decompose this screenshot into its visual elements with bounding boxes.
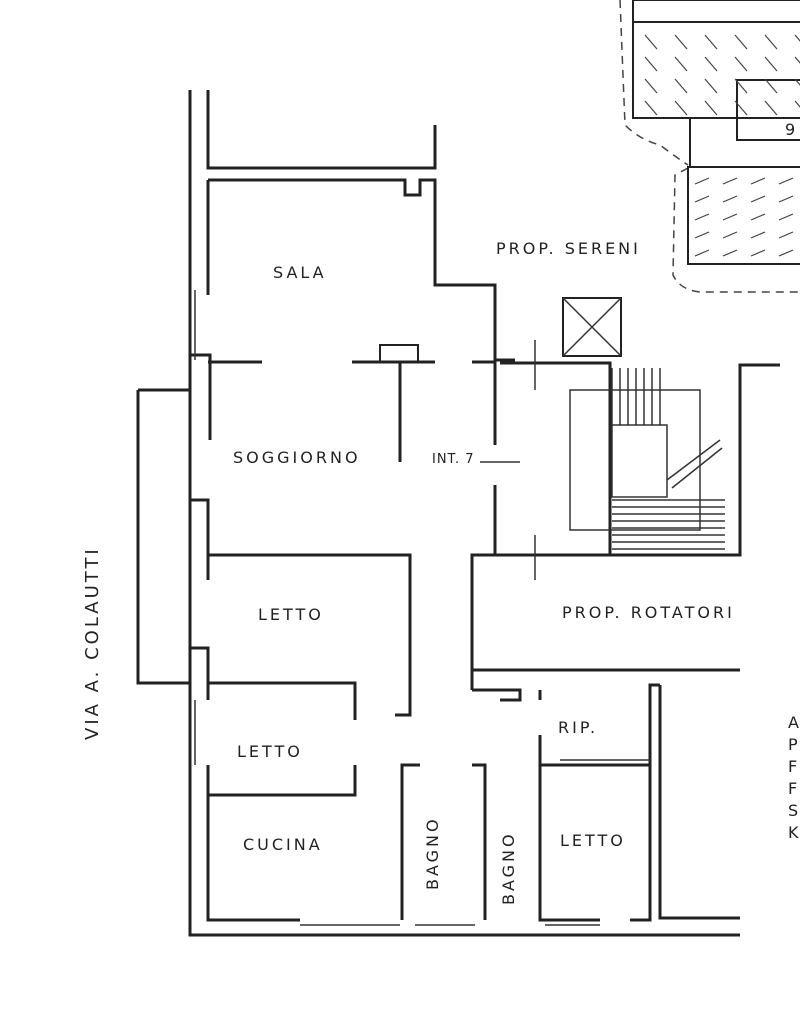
hatch-mark (794, 100, 800, 108)
hatch-mark (764, 34, 778, 50)
hatch-mark (674, 34, 688, 50)
hatch-mark (674, 100, 688, 116)
hatch-mark (644, 56, 658, 72)
hatch-mark (734, 34, 748, 50)
edge-letter: K (788, 823, 800, 842)
room-label-soggiorno: SOGGIORNO (233, 448, 361, 467)
hatch-mark (778, 231, 794, 239)
hatch-mark (694, 213, 710, 221)
hatch-mark (764, 78, 778, 94)
room-label-cucina: CUCINA (243, 835, 323, 854)
neighbor-label-right: PROP. ROTATORI (562, 603, 735, 622)
hatch-mark (750, 195, 766, 203)
hatch-mark (750, 177, 766, 185)
walls (136, 90, 780, 937)
hatch-mark (644, 100, 658, 116)
room-label-bagno-2: BAGNO (499, 831, 518, 905)
hatch-mark (694, 177, 710, 185)
neighbor-label-top: PROP. SERENI (496, 239, 641, 258)
edge-letter: F (788, 757, 800, 776)
hatch-mark (794, 56, 800, 64)
room-label-letto-1: LETTO (258, 605, 324, 624)
hatch-mark (764, 100, 778, 116)
hatch-mark (750, 213, 766, 221)
hatch-mark (722, 177, 738, 185)
hatch-mark (734, 78, 748, 94)
room-label-rip: RIP. (558, 718, 598, 737)
neighbor-building (619, 0, 800, 293)
hatch-mark (674, 78, 688, 94)
hatch-mark (794, 78, 800, 86)
room-label-bagno-1: BAGNO (423, 816, 442, 890)
hatch-mark (750, 231, 766, 239)
hatch-mark (778, 249, 794, 257)
edge-letter: A (788, 713, 800, 732)
hatch-mark (722, 231, 738, 239)
unit-label: INT. 7 (432, 452, 475, 467)
street-label: VIA A. COLAUTTI (82, 546, 103, 740)
neighbor-number: 9 (785, 120, 798, 139)
hatch-mark (722, 213, 738, 221)
hatch-mark (750, 249, 766, 257)
hatch-mark (734, 56, 748, 72)
hatch-mark (734, 100, 748, 116)
hatch-mark (694, 195, 710, 203)
hatch-mark (794, 34, 800, 42)
hatch-mark (704, 100, 718, 116)
hatch-mark (704, 34, 718, 50)
edge-letter: F (788, 779, 800, 798)
hatch-mark (644, 34, 658, 50)
hatch-mark (778, 213, 794, 221)
edge-letter: P (788, 735, 800, 754)
room-label-letto-3: LETTO (560, 831, 626, 850)
hatch-mark (778, 195, 794, 203)
hatch-mark (694, 249, 710, 257)
hatch-mark (722, 249, 738, 257)
hatch-mark (694, 231, 710, 239)
hatch-mark (704, 56, 718, 72)
edge-letter: S (788, 801, 800, 820)
hatch-mark (722, 195, 738, 203)
hatch-mark (704, 78, 718, 94)
hatch-mark (764, 56, 778, 72)
hatch-mark (778, 177, 794, 185)
hatch-mark (674, 56, 688, 72)
hatch-mark (644, 78, 658, 94)
room-label-sala: SALA (273, 263, 327, 282)
room-label-letto-2: LETTO (237, 742, 303, 761)
